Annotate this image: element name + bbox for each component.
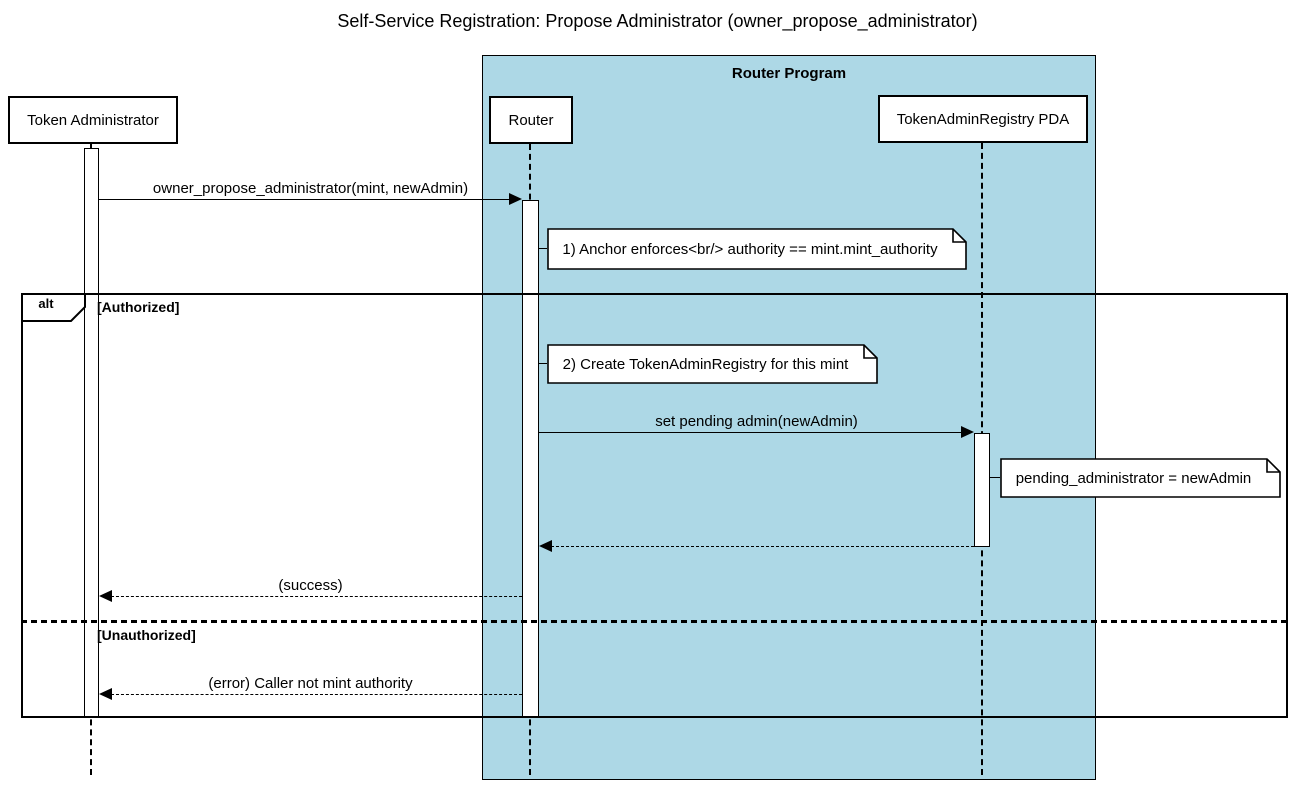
note2-text: 2) Create TokenAdminRegistry for this mi… xyxy=(562,355,849,373)
guard-unauthorized: [Unauthorized] xyxy=(97,627,196,643)
message-line-pda-return xyxy=(551,546,974,547)
note1-connector xyxy=(539,248,547,249)
participant-router: Router xyxy=(489,96,573,144)
router-program-label: Router Program xyxy=(731,65,847,82)
message-line-error xyxy=(111,694,522,695)
activation-tokenadminregistry-pda xyxy=(974,433,990,547)
message-label-success: (success) xyxy=(278,577,343,594)
message-line-set-pending xyxy=(539,432,963,433)
arrowhead-right-icon xyxy=(509,193,522,205)
note2-shape xyxy=(547,344,878,384)
arrowhead-left-icon xyxy=(99,688,112,700)
participant-label: TokenAdminRegistry PDA xyxy=(896,110,1070,128)
message-label-set-pending: set pending admin(newAdmin) xyxy=(655,413,858,430)
arrowhead-left-icon xyxy=(99,590,112,602)
diagram-title: Self-Service Registration: Propose Admin… xyxy=(337,11,978,31)
activation-router xyxy=(522,200,539,718)
message-label-call-propose: owner_propose_administrator(mint, newAdm… xyxy=(152,180,469,197)
message-label-error: (error) Caller not mint authority xyxy=(208,675,413,692)
participant-token-administrator: Token Administrator xyxy=(8,96,178,144)
participant-tokenadminregistry-pda: TokenAdminRegistry PDA xyxy=(878,95,1088,143)
participant-label: Router xyxy=(508,111,554,129)
message-line-success xyxy=(111,596,522,597)
note2-connector xyxy=(539,363,547,364)
note1-text: 1) Anchor enforces<br/> authority == min… xyxy=(562,240,938,258)
participant-label: Token Administrator xyxy=(27,111,159,129)
guard-authorized: [Authorized] xyxy=(97,299,180,315)
router-program-frame: Router Program xyxy=(482,55,1096,780)
alt-divider xyxy=(21,620,1288,623)
arrowhead-right-icon xyxy=(961,426,974,438)
note3-connector xyxy=(990,477,1000,478)
note3-text: pending_administrator = newAdmin xyxy=(1015,469,1252,487)
note3-shape xyxy=(1000,458,1281,498)
message-line-call-propose xyxy=(99,199,511,200)
arrowhead-left-icon xyxy=(539,540,552,552)
alt-operator-label: alt xyxy=(38,296,54,311)
note1-shape xyxy=(547,228,967,270)
